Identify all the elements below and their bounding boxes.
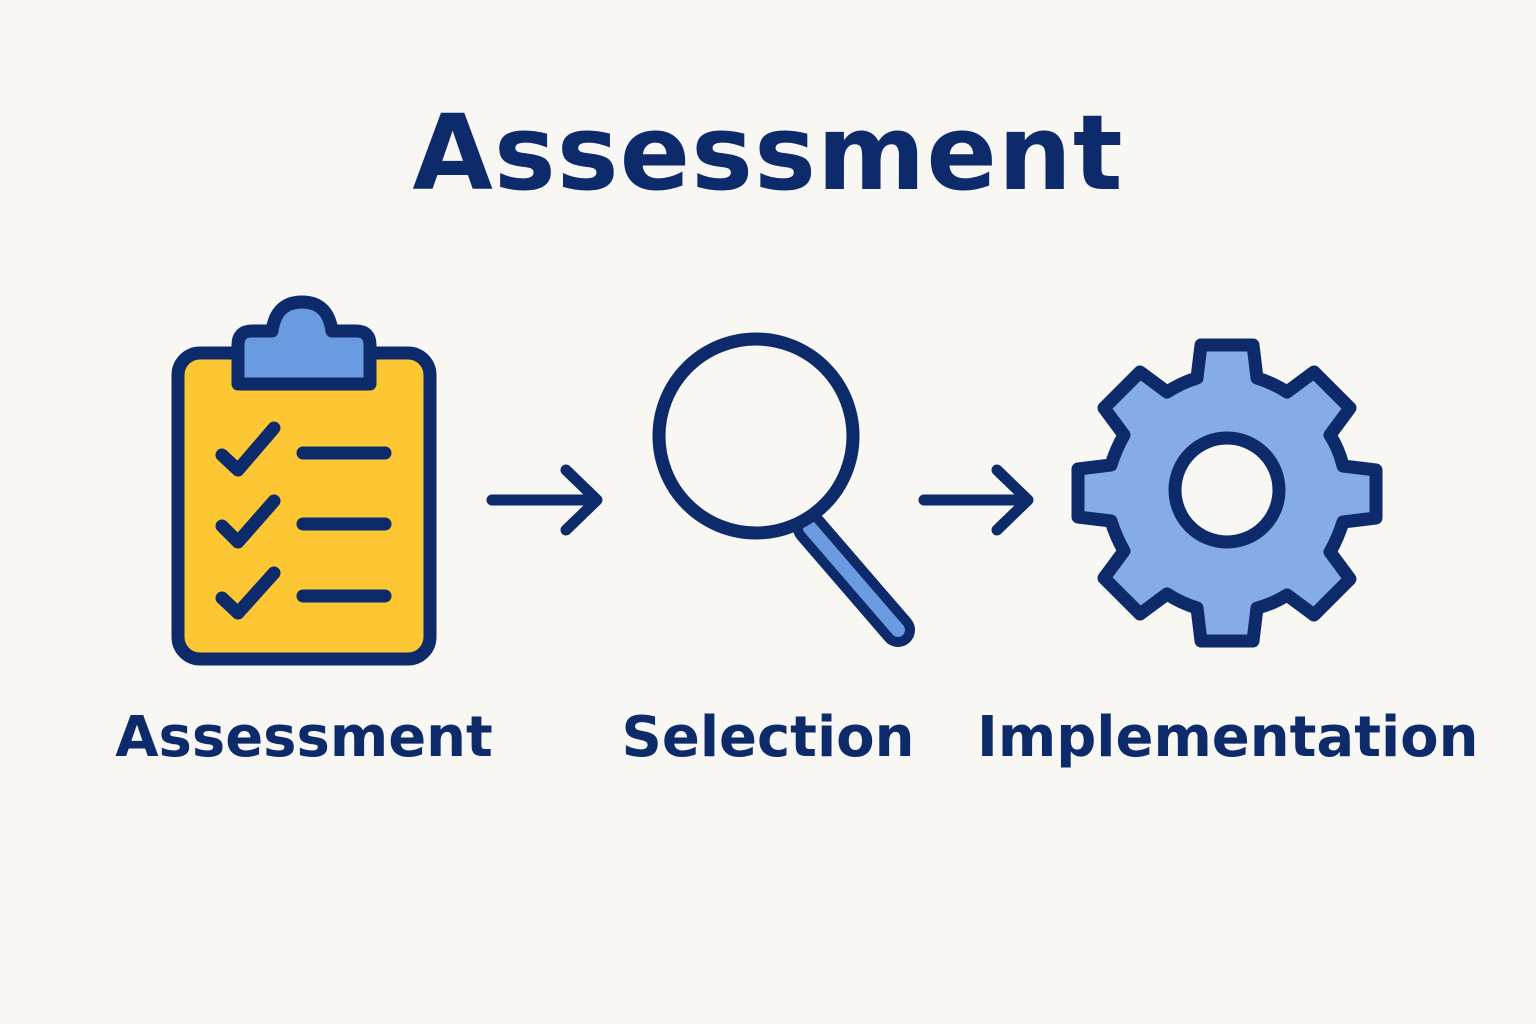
- step-label-selection: Selection: [621, 705, 915, 770]
- magnifying-glass-icon: [652, 332, 915, 647]
- step-label-assessment: Assessment: [115, 705, 493, 770]
- arrow-right-icon: [918, 464, 1034, 536]
- step-label-implementation: Implementation: [977, 705, 1479, 770]
- clipboard-checklist-icon: [171, 295, 437, 666]
- gear-icon: [1071, 338, 1383, 648]
- diagram-title: Assessment: [412, 92, 1124, 214]
- arrow-right-icon: [486, 464, 603, 536]
